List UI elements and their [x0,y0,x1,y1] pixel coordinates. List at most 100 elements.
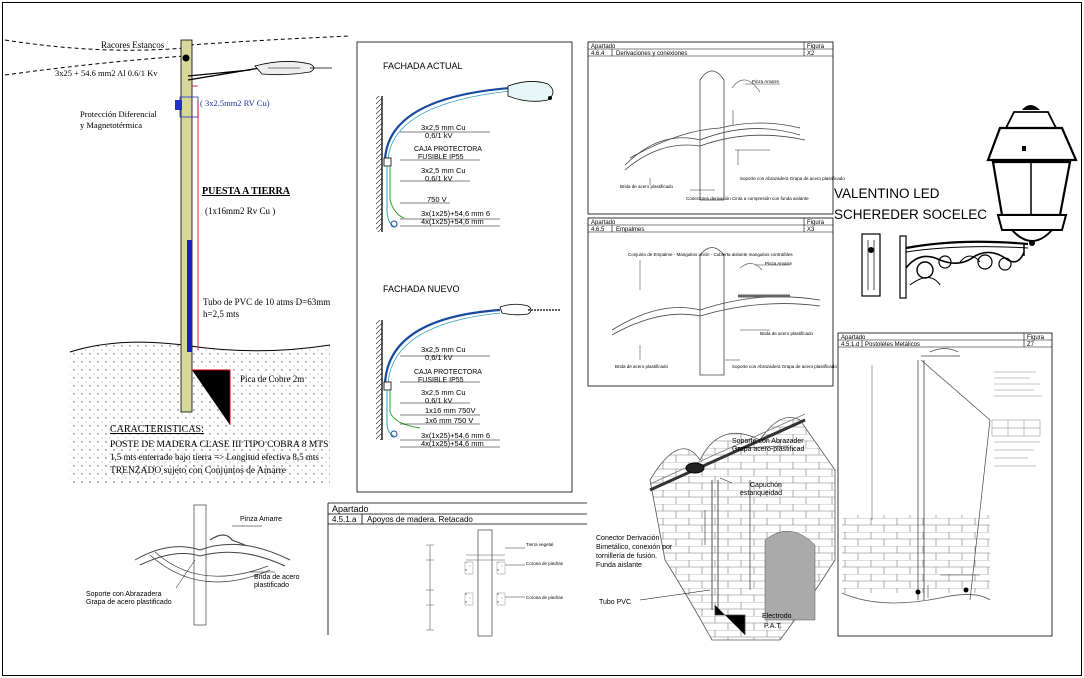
caracteristicas-line-3: TRENZADO sujeto con Conjuntos de Amarre [110,466,286,476]
derivaciones-title: Derivaciones y conexiones [616,51,687,57]
label-tubo-2: h=2,5 mts [203,309,240,319]
pinza-soporte-1: Soporte con Abrazadera [86,591,162,598]
empalmes-panel: Apartado Figura 4.6.5 Empalmes X3 Conjun… [587,217,837,387]
pinza-brida-2: plastificado [254,582,289,589]
apoyos-apartado: Apartado [332,504,369,514]
derivaciones-drawing [624,70,806,201]
fachada-actual-title: FACHADA ACTUAL [383,61,463,71]
empalmes-label-5: Brida de acero plastificado [615,364,669,369]
postes-apartado: Apartado [841,335,866,341]
actual-luminaire-icon [507,81,554,102]
pinza-brida-1: Brida de acero [254,574,300,581]
valentino-line-1: VALENTINO LED [834,186,940,201]
derivaciones-label-2: Brida de acero plastificado [620,184,674,189]
empalmes-drawing [611,247,821,376]
empalmes-code: 4.6.5 [591,227,605,233]
pvc-tube [187,240,192,352]
empalmes-label-4: Soporte con Abrazadera Grapa de acero pl… [732,364,837,369]
facade-electrodo-1: Electrodo [762,613,792,620]
wooden-pole [180,39,193,413]
empalmes-label-1: Conjunto de Empalme - Manguitos unión - … [628,252,793,257]
label-cable-cu: ( 3x2.5mm2 RV Cu) [200,98,270,108]
nuevo-label-7: 1x16 mm 750V [425,406,475,415]
apoyos-title: Apoyos de madera. Retacado [367,515,473,524]
empalmes-figura-label: Figura [807,220,825,226]
pinza-detail: Pinza Amarre Soporte con Abrazadera Grap… [86,504,300,626]
fachada-nuevo-title: FACHADA NUEVO [383,284,460,294]
facade-capuchon-2: estanqueidad [740,490,782,497]
derivaciones-figura-label: Figura [807,44,825,50]
actual-label-9: 4x(1x25)+54,6 mm [421,217,484,226]
actual-label-8: 3x(1x25)+54,6 mm 6 [421,209,490,218]
apoyos-code: 4.5.1.a [332,515,357,524]
postes-metalicos-panel: Apartado Figura 4.5.1.d Postoletes Metál… [837,332,1053,637]
label-pica: Pica de Cobre 2m [240,374,304,384]
nuevo-arm [383,308,501,385]
nuevo-label-6: 0,6/1 kV [425,396,453,405]
valentino-section: VALENTINO LED SCHEREDER SOCELEC [834,105,1078,299]
valentino-line-2: SCHEREDER SOCELEC [834,207,987,222]
facade-conector-3: tornillería de fusión. [596,553,657,560]
label-racores: Racores Estancos [101,40,165,50]
nuevo-label-3: CAJA PROTECTORA [414,369,482,376]
caracteristicas-line-2: 1,5 mts enterrado bajo tierra => Longitu… [110,452,319,462]
nuevo-label-2: 0,6/1 kV [425,353,453,362]
postes-code: 4.5.1.d [841,342,859,348]
facade-soporte-1: Soporte con Abrazader [732,438,804,445]
actual-label-5: 3x2,5 mm Cu [421,166,466,175]
wall-bracket-icon [861,233,1029,299]
pole-section: Racores Estancos 3x25 + 54.6 mm2 Al 0.6/… [4,35,351,485]
nuevo-label-10: 4x(1x25)+54,6 mm [421,439,484,448]
nuevo-label-8: 1x6 mm 750 V [425,416,473,425]
nuevo-luminaire-icon [499,303,560,316]
pinza-soporte-2: Grapa de acero plastificado [86,599,172,606]
label-puesta-tierra: PUESTA A TIERRA [202,186,291,197]
derivaciones-label-1: Pinza Amarre [752,79,780,84]
derivaciones-apartado: Apartado [591,44,616,50]
facade-electrodo-2: P.A.T. [764,623,782,630]
facade-detail: Soporte con Abrazader Grapa acero-plasti… [596,413,836,641]
label-proteccion-2: y Magnetotérmica [80,120,142,130]
apoyos-label-3: Corona de piedras [526,595,564,600]
fachada-panel: FACHADA ACTUAL 3x2,5 mm Cu 0,6/1 kV CAJA… [356,41,573,493]
nuevo-label-5: 3x2,5 mm Cu [421,388,466,397]
pinza-label: Pinza Amarre [240,516,282,523]
actual-arm [383,86,511,161]
actual-label-7: 750 V [427,195,447,204]
label-tierra-cable: (1x16mm2 Rv Cu ) [205,206,275,216]
actual-label-2: 0,6/1 kV [425,131,453,140]
caracteristicas-line-1: POSTE DE MADERA CLASE III TIPO COBRA 8 M… [110,440,328,450]
label-cable-al: 3x25 + 54.6 mm2 Al 0.6/1 Kv [55,68,158,78]
postes-drawing [841,348,1042,604]
racor-icon [182,54,190,62]
facade-tubo: Tubo PVC [599,599,631,606]
facade-capuchon-1: Capuchón [750,482,782,489]
postes-title: Postoletes Metálicos [865,342,920,348]
derivaciones-label-4: Conectores derivación Cinta a compresión… [686,196,809,201]
actual-label-1: 3x2,5 mm Cu [421,123,466,132]
empalmes-figura: X3 [807,227,815,233]
postes-figura-label: Figura [1027,335,1045,341]
empalmes-apartado: Apartado [591,220,616,226]
postes-figura: Z7 [1027,342,1035,348]
actual-label-4: FUSIBLE IP55 [418,154,464,161]
facade-conector-4: Funda aislante [596,562,642,569]
facade-conector-2: Bimetálico, conexión por [596,544,673,551]
empalmes-label-2: Pinza Amarre [765,261,793,266]
nuevo-label-9: 3x(1x25)+54,6 mm 6 [421,431,490,440]
facade-conector-1: Conector Derivación [596,535,660,542]
lantern-icon [986,105,1078,246]
label-proteccion-1: Protección Diferencial [80,109,157,119]
nuevo-label-1: 3x2,5 mm Cu [421,345,466,354]
actual-label-3: CAJA PROTECTORA [414,146,482,153]
apoyos-drawing [426,529,525,637]
derivaciones-code: 4.6.4 [591,51,605,57]
nuevo-label-4: FUSIBLE IP55 [418,377,464,384]
label-tubo-1: Tubo de PVC de 10 atms D=63mm [203,297,330,307]
derivaciones-figura: X2 [807,51,815,57]
apoyos-panel: Apartado 4.5.1.a Apoyos de madera. Retac… [327,502,587,637]
protection-box [175,100,182,110]
actual-label-6: 0,6/1 kV [425,174,453,183]
